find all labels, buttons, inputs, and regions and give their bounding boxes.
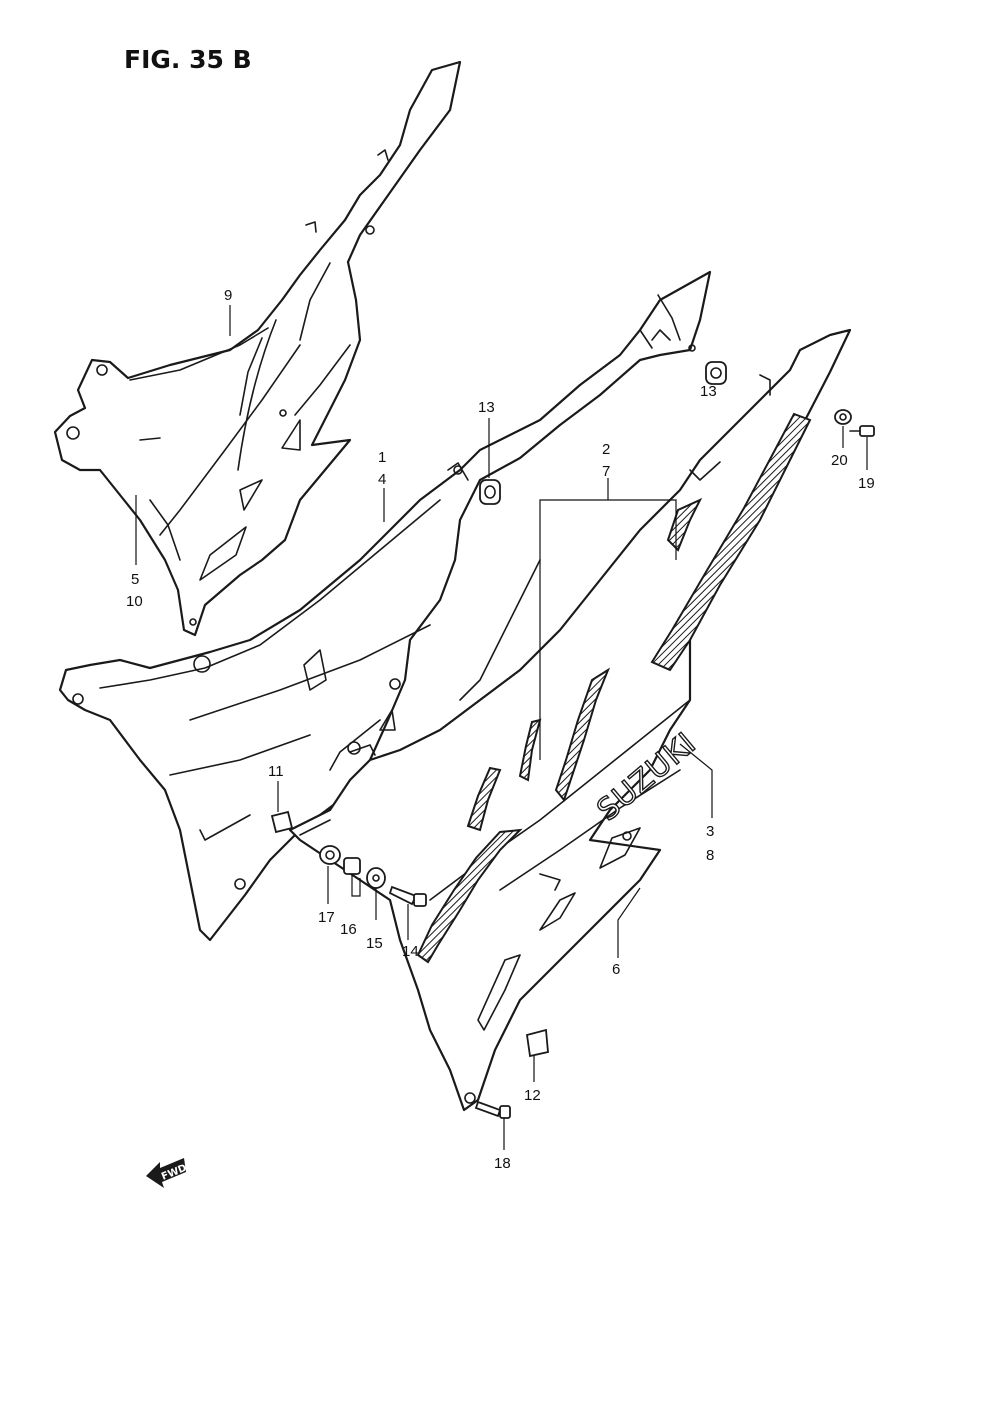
cushion-17 xyxy=(319,845,341,865)
callout-1: 1 xyxy=(378,449,386,466)
callout-15: 15 xyxy=(366,935,383,952)
leader-lines xyxy=(135,305,868,1150)
callout-20: 20 xyxy=(831,452,848,469)
callout-12: 12 xyxy=(524,1087,541,1104)
callout-13-left: 13 xyxy=(478,399,495,416)
screw-18 xyxy=(474,1100,511,1119)
frame-cover-upper xyxy=(53,60,462,637)
callout-10: 10 xyxy=(126,593,143,610)
callout-2: 2 xyxy=(602,441,610,458)
bolt-19 xyxy=(849,425,875,437)
frame-cover-center xyxy=(58,270,712,942)
figure-title: FIG. 35 B xyxy=(124,45,252,74)
grommet-20 xyxy=(834,409,852,425)
callout-9: 9 xyxy=(224,287,232,304)
callout-17: 17 xyxy=(318,909,335,926)
grommet-13a xyxy=(479,479,501,505)
clip-11 xyxy=(270,810,294,834)
collar-16 xyxy=(343,857,361,875)
callout-14: 14 xyxy=(402,943,419,960)
callout-7: 7 xyxy=(602,463,610,480)
callout-13-right: 13 xyxy=(700,383,717,400)
pad-12 xyxy=(525,1028,549,1058)
callout-8: 8 xyxy=(706,847,714,864)
washer-15 xyxy=(366,867,386,889)
callout-5: 5 xyxy=(131,571,139,588)
callout-19: 19 xyxy=(858,475,875,492)
grommet-13b xyxy=(705,361,727,385)
callout-18: 18 xyxy=(494,1155,511,1172)
callout-11: 11 xyxy=(268,763,284,780)
forward-arrow-icon: FWD xyxy=(146,1158,188,1188)
callout-16: 16 xyxy=(340,921,357,938)
callout-3: 3 xyxy=(706,823,714,840)
callout-4: 4 xyxy=(378,471,386,488)
callout-6: 6 xyxy=(612,961,620,978)
screw-14 xyxy=(388,885,427,907)
